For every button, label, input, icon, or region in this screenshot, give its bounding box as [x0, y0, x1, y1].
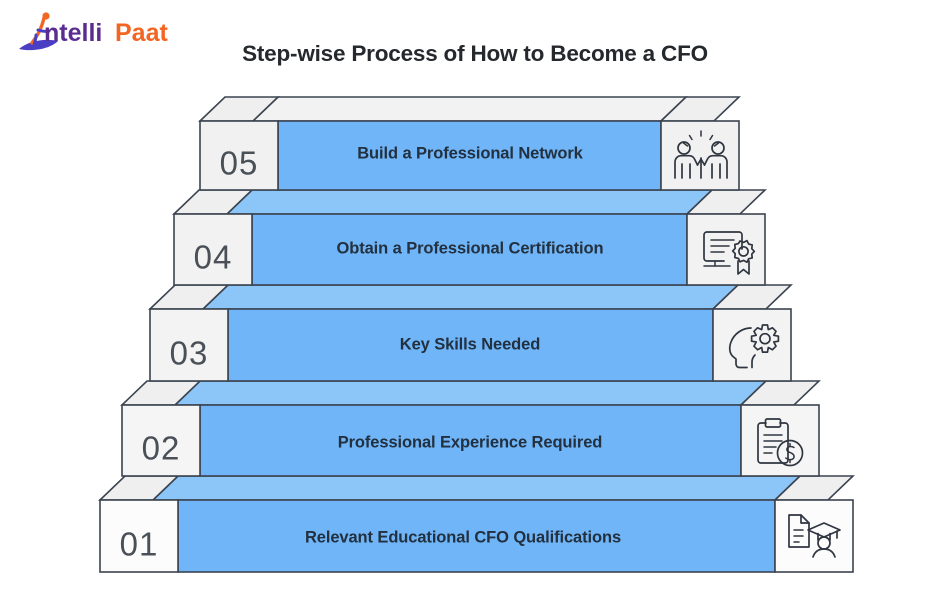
- people-celebrate-icon: [674, 130, 728, 179]
- logo-figure-arm2: [36, 28, 51, 33]
- step-01-number: 01: [120, 526, 159, 563]
- logo-figure-leg: [32, 33, 38, 47]
- step-02-number-box: [121, 404, 201, 477]
- step-02-label: Professional Experience Required: [338, 433, 603, 451]
- step-03-number-box: [149, 308, 229, 382]
- step-01-top-face: [151, 475, 802, 501]
- step-05-number-box: [199, 120, 279, 191]
- page-title: Step-wise Process of How to Become a CFO: [242, 41, 708, 66]
- step-05-icon-box: [660, 120, 740, 191]
- logo-text-intelli: ntelli: [44, 19, 102, 47]
- head-gear-icon: [728, 324, 780, 369]
- step-04-top-face: [225, 189, 714, 215]
- certificate-award-icon: [703, 231, 756, 275]
- step-row-01[interactable]: 01 Relevant Educational CFO Qualificatio…: [98, 475, 855, 573]
- step-03-number: 03: [170, 335, 209, 372]
- step-row-05[interactable]: 05 Build a Professional Network: [198, 96, 741, 191]
- step-02-top-face: [173, 380, 768, 406]
- step-01-front-face: [177, 499, 776, 573]
- logo-graphic: ntelli Paat: [19, 12, 168, 51]
- step-01-label: Relevant Educational CFO Qualifications: [305, 528, 621, 546]
- step-02-front-face: [199, 404, 742, 477]
- clipboard-dollar-icon: [757, 418, 804, 467]
- logo-figure-head: [42, 12, 50, 20]
- step-04-label: Obtain a Professional Certification: [337, 239, 604, 257]
- staircase-diagram: 01 Relevant Educational CFO Qualificatio…: [0, 88, 950, 600]
- step-03-icon-box: [712, 308, 792, 382]
- step-04-number-box: [173, 213, 253, 286]
- step-row-02[interactable]: 02 Professional Experience Required: [120, 380, 821, 477]
- step-02-number: 02: [142, 430, 181, 467]
- step-04-front-face: [251, 213, 688, 286]
- step-03-top-face: [201, 284, 740, 310]
- step-05-front-face: [277, 120, 662, 191]
- step-01-icon-box: [774, 499, 854, 573]
- intellipaat-logo[interactable]: ntelli Paat: [14, 8, 174, 54]
- logo-swoosh: [19, 39, 58, 51]
- logo-text-paat: Paat: [115, 19, 168, 47]
- document-graduate-icon: [788, 514, 841, 558]
- step-05-number: 05: [220, 145, 259, 182]
- step-03-front-face: [227, 308, 714, 382]
- step-05-label: Build a Professional Network: [357, 144, 583, 162]
- step-04-number: 04: [194, 239, 233, 276]
- step-01-number-box: [99, 499, 179, 573]
- step-row-04[interactable]: 04 Obtain a Professional Certification: [172, 189, 767, 286]
- step-03-label: Key Skills Needed: [400, 335, 540, 353]
- step-row-03[interactable]: 03 Key Skills Needed: [148, 284, 793, 382]
